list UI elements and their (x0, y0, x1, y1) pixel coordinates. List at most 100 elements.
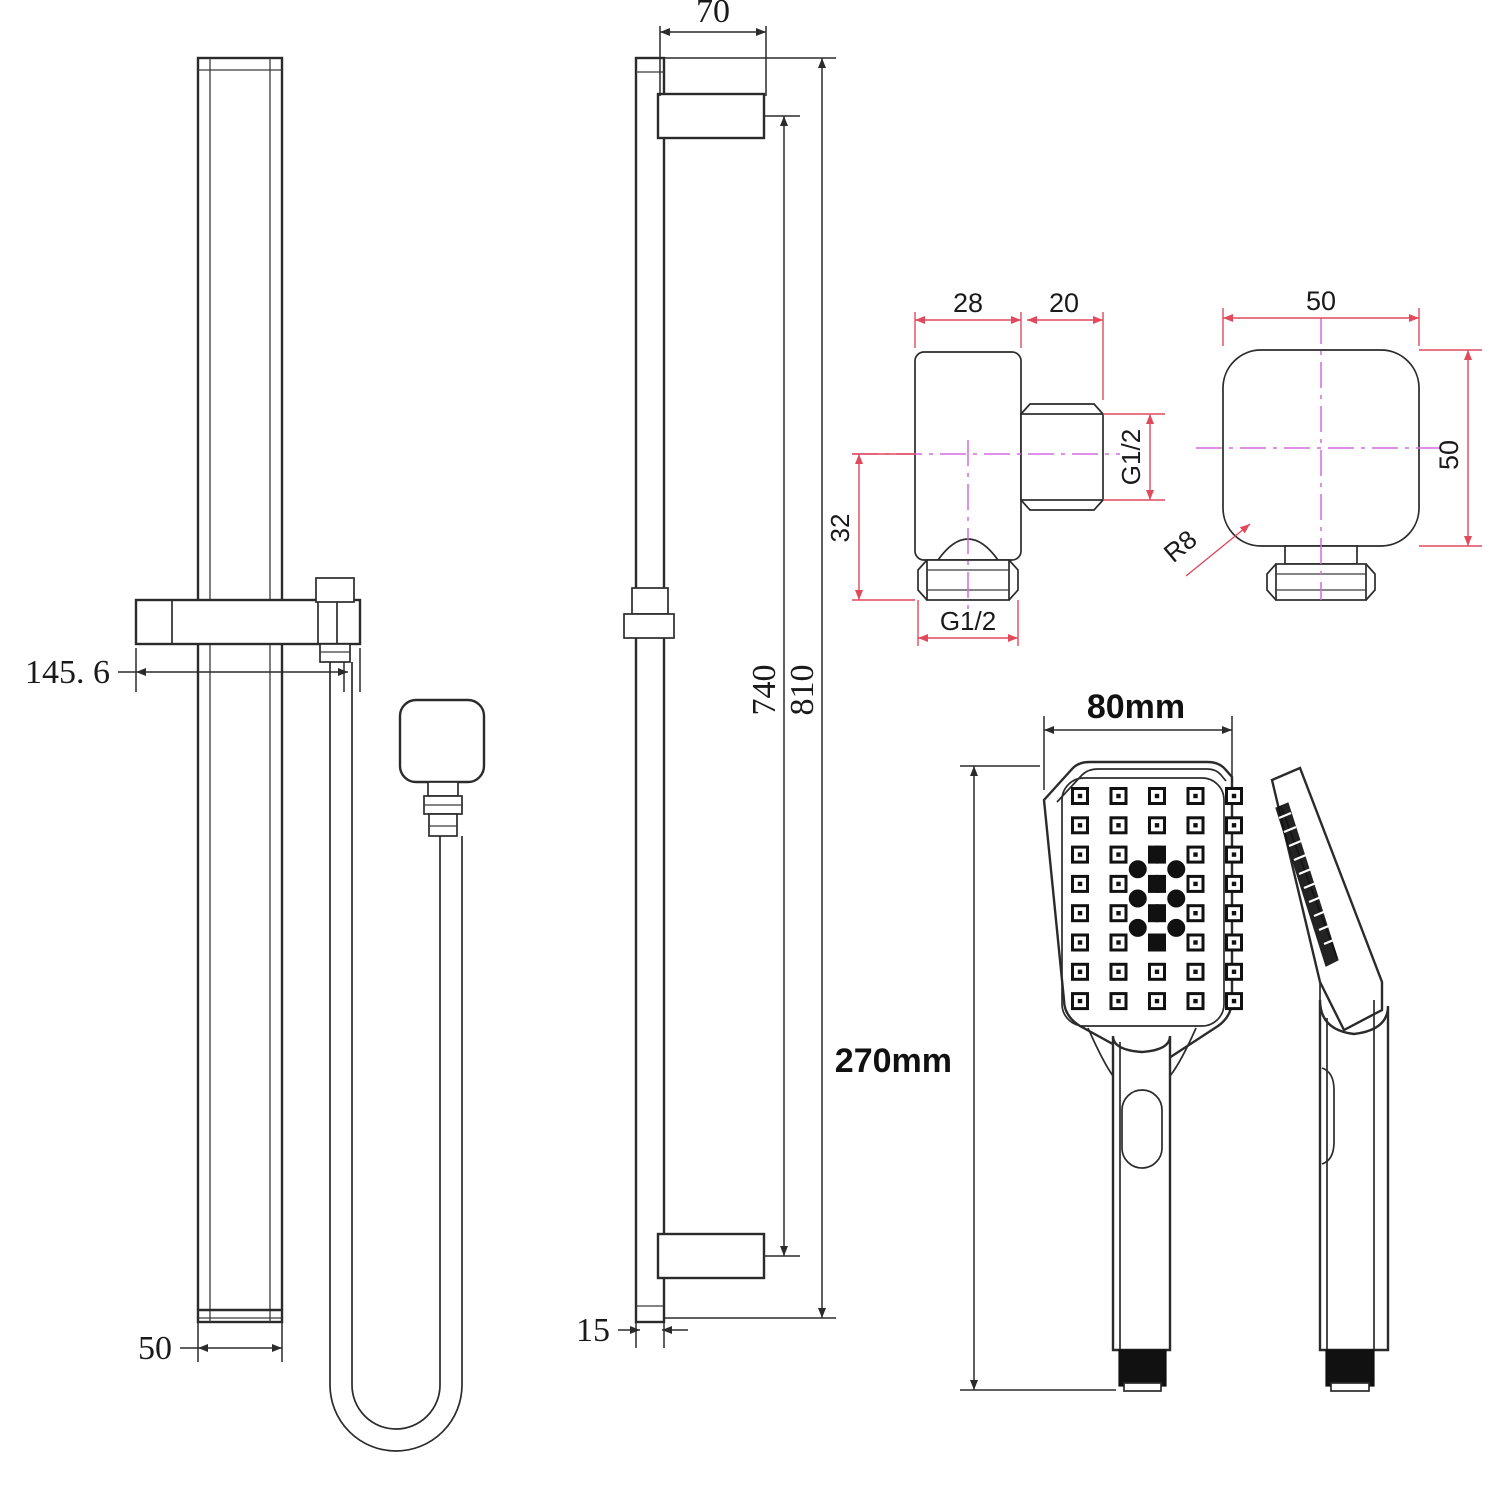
nozzle-core (1231, 881, 1237, 887)
centre-jet-group (1128, 845, 1186, 952)
dimension-bracket-depth: 70 (659, 0, 767, 96)
dim-label-810: 810 (784, 665, 821, 716)
nozzle-core (1154, 969, 1160, 974)
view-hand-shower-front: 80mm 270mm (835, 688, 1243, 1392)
nozzle-core (1116, 881, 1121, 887)
shower-hose (329, 662, 463, 1452)
rail-side-slider-collar (623, 587, 675, 639)
centre-jet (1128, 889, 1147, 908)
centre-jet (1128, 918, 1147, 937)
nozzle-core (1077, 823, 1083, 828)
nozzle-core (1193, 793, 1198, 799)
nozzle-core (1077, 940, 1083, 945)
nozzle-core (1077, 969, 1083, 974)
centre-jet (1148, 904, 1166, 923)
nozzle-grid (1071, 787, 1243, 1011)
view-wall-elbow-side: 28 20 G1/2 32 G1/2 (825, 288, 1165, 646)
nozzle-core (1077, 793, 1083, 799)
dimension-plate-height: 50 (1419, 349, 1482, 547)
rail-tube (196, 56, 284, 1324)
dimension-elbow-body-height: 32 (825, 453, 915, 601)
nozzle-core (1193, 911, 1198, 916)
dimension-elbow-body-depth: 28 (914, 288, 1022, 348)
centre-jet (1167, 860, 1186, 879)
nozzle-core (1154, 793, 1160, 799)
view-wall-elbow-front: 50 50 R8 (1158, 286, 1482, 601)
nozzle-core (1193, 823, 1198, 828)
nozzle-core (1116, 911, 1121, 916)
dim-label-20: 20 (1049, 288, 1079, 318)
nozzle-core (1116, 793, 1121, 799)
nozzle-core (1231, 911, 1237, 916)
nozzle-core (1231, 793, 1237, 799)
nozzle-core (1116, 998, 1121, 1004)
dim-label-rail-width: 50 (138, 1330, 172, 1367)
view-rail-side: 70 740 810 15 (576, 0, 836, 1349)
dimension-elbow-inlet-thread: G1/2 (1103, 413, 1165, 501)
dim-label-bracket-depth: 70 (696, 0, 730, 30)
nozzle-core (1231, 823, 1237, 828)
nozzle-core (1193, 940, 1198, 945)
nozzle-core (1077, 852, 1083, 857)
nozzle-core (1193, 969, 1198, 974)
view-hand-shower-side (1270, 766, 1390, 1392)
nozzle-core (1154, 998, 1160, 1004)
centre-jet (1167, 889, 1186, 908)
centre-jet (1128, 860, 1147, 879)
nozzle-core (1116, 823, 1121, 828)
nozzle-core (1154, 823, 1160, 828)
dim-label-145-6: 145. 6 (25, 654, 110, 691)
dim-label-overall-length: 270mm (835, 1042, 952, 1080)
hand-shower-connector (1118, 1349, 1167, 1392)
dim-label-740: 740 (746, 665, 783, 716)
rail-slider-bracket (134, 577, 362, 663)
view-rail-assembly: 145. 6 50 (25, 56, 486, 1452)
dim-label-g12-outlet: G1/2 (940, 606, 996, 636)
dim-label-32: 32 (825, 514, 855, 543)
nozzle-core (1077, 998, 1083, 1004)
nozzle-core (1116, 852, 1121, 857)
dimension-head-width: 80mm (1043, 688, 1233, 790)
hand-shower-faceplate (1061, 777, 1225, 1027)
dimension-elbow-spigot-length: 20 (1027, 288, 1104, 400)
centre-jet (1167, 918, 1186, 937)
dimension-plate-width: 50 (1222, 286, 1420, 346)
nozzle-core (1116, 940, 1121, 945)
wall-outlet-elbow-assembly (398, 698, 486, 837)
dim-label-plate-height: 50 (1434, 440, 1464, 470)
nozzle-core (1231, 940, 1237, 945)
dimension-rail-width: 50 (138, 1318, 283, 1367)
hand-shower-handle (1087, 1027, 1197, 1352)
nozzle-core (1193, 881, 1198, 887)
rail-side-tube (634, 56, 666, 1324)
nozzle-core (1193, 852, 1198, 857)
nozzle-core (1231, 998, 1237, 1004)
dimension-elbow-outlet-thread: G1/2 (917, 600, 1019, 646)
nozzle-core (1077, 881, 1083, 887)
elbow-body (914, 351, 1104, 601)
dim-label-g12-inlet: G1/2 (1116, 429, 1146, 485)
hand-shower-side-nozzle-strip (1275, 802, 1339, 967)
nozzle-core (1231, 852, 1237, 857)
dimension-rail-length: 810 (664, 57, 836, 1319)
dim-label-plate-width: 50 (1306, 286, 1336, 316)
nozzle-core (1116, 969, 1121, 974)
centre-jet (1148, 933, 1166, 952)
nozzle-core (1193, 998, 1198, 1004)
centre-jet (1148, 845, 1166, 864)
dimension-bracket-centres: 740 (746, 115, 800, 1257)
rail-top-bracket (656, 92, 766, 140)
dim-label-head-width: 80mm (1087, 688, 1185, 726)
dim-label-r8: R8 (1158, 524, 1203, 568)
nozzle-core (1077, 911, 1083, 916)
hand-shower-side-connector (1325, 1349, 1375, 1392)
centre-jet (1148, 874, 1166, 893)
rail-bottom-bracket (656, 1232, 766, 1280)
nozzle-core (1231, 969, 1237, 974)
hand-shower-side-handle (1318, 999, 1390, 1352)
dim-label-rail-depth: 15 (576, 1312, 610, 1349)
dimension-overall-length: 270mm (835, 765, 1116, 1391)
dimension-bracket-offset: 145. 6 (25, 648, 361, 692)
